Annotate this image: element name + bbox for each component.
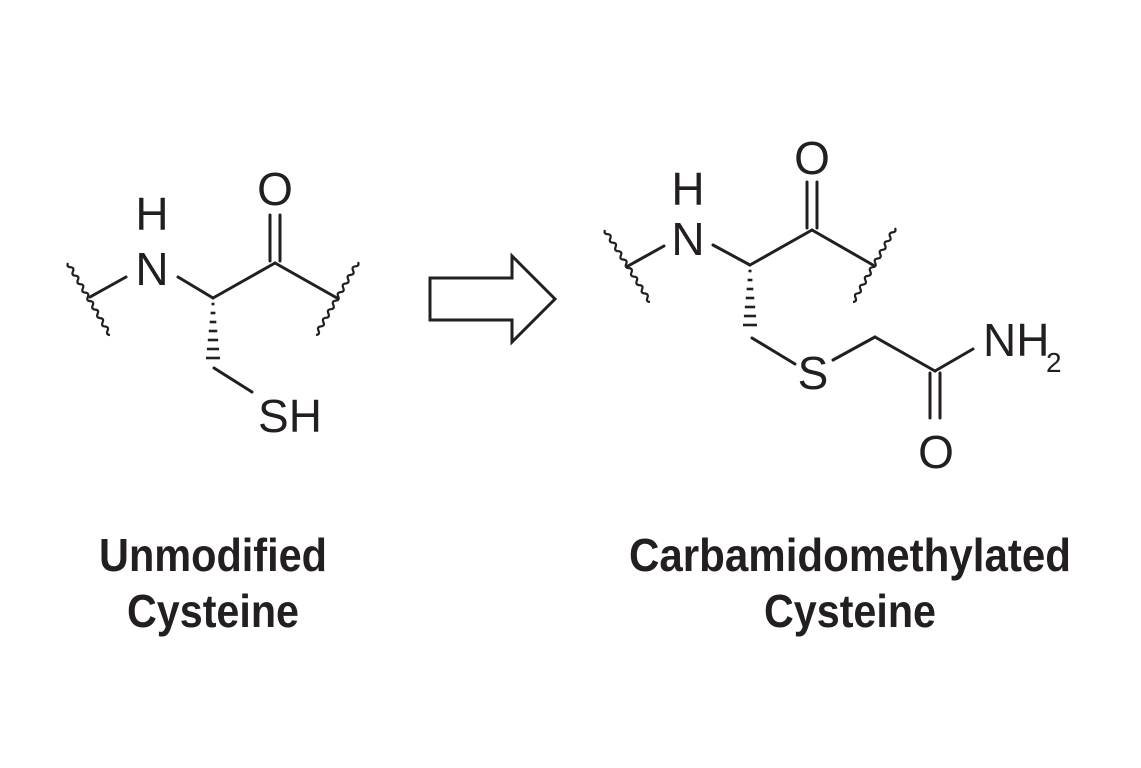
hashed-wedge-bond <box>743 269 757 327</box>
wavy-bond-left-n <box>66 262 111 337</box>
bond-chain-n <box>88 275 128 299</box>
caption-left-line1: Unmodified <box>99 529 327 581</box>
wavy-bond-left-c <box>315 261 360 337</box>
atom-sh: SH <box>258 390 322 442</box>
caption-right-line2: Cysteine <box>764 585 936 637</box>
atom-nh: NH <box>983 314 1049 366</box>
atom-h: H <box>135 188 168 240</box>
wavy-bond-right-c <box>852 227 897 304</box>
bond-cbeta-s <box>212 366 254 394</box>
atom-o-top: O <box>794 132 830 184</box>
atom-n: N <box>671 213 704 265</box>
caption-left-line2: Cysteine <box>127 585 299 637</box>
bond-c-chain <box>273 261 339 300</box>
bond-s-ch2 <box>831 335 877 362</box>
bond-calpha-c <box>211 261 277 300</box>
atom-o-bottom: O <box>918 426 954 478</box>
bond-c-n-amide <box>933 347 975 373</box>
unmodified-cysteine-structure: H N O SH <box>66 163 360 442</box>
bond-chain-n <box>626 244 666 268</box>
bond-n-calpha <box>711 243 752 267</box>
atom-h: H <box>671 163 704 215</box>
atom-nh-subscript: 2 <box>1046 347 1062 378</box>
bond-cbeta-s <box>750 336 797 366</box>
caption-right-line1: Carbamidomethylated <box>629 529 1071 581</box>
bond-c-chain <box>810 228 875 267</box>
wavy-bond-right-n <box>603 229 651 304</box>
reaction-arrow <box>428 252 558 346</box>
atom-o: O <box>257 163 293 215</box>
bond-calpha-c <box>748 228 814 267</box>
bond-ch2-c <box>873 335 937 373</box>
bond-n-calpha <box>176 275 215 300</box>
carbamidomethylated-cysteine-structure: H N O S O NH 2 <box>603 132 1062 478</box>
atom-s: S <box>798 347 829 399</box>
atom-n: N <box>135 243 168 295</box>
hashed-wedge-bond <box>206 302 220 360</box>
